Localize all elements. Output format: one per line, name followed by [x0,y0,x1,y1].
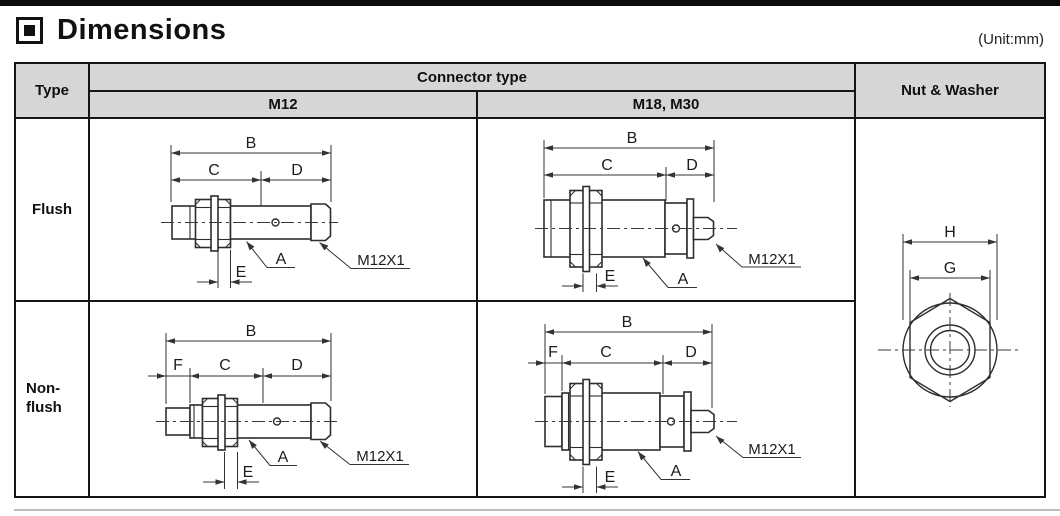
dim-label-a: A [276,251,287,268]
header-m12: M12 [90,92,476,117]
cell-non-flush-m18-m30: B F C D E A M12X1 [478,302,854,496]
dim-label-b: B [246,135,257,152]
header-type: Type [16,64,88,117]
thread-label: M12X1 [357,252,405,269]
dim-label-a: A [678,271,689,288]
non-flush-m12-body [156,394,338,451]
cell-flush-m12: B C D E A M12X1 [90,119,476,300]
non-flush-m18-dimensions: B F C D E [528,314,713,493]
thread-label: M12X1 [748,441,796,458]
header-connector-type: Connector type [90,64,854,90]
page-bottom-rule [14,509,1060,511]
non-flush-m12-leaders: A M12X1 [248,439,409,466]
non-flush-m18-body [535,378,737,466]
thread-label: M12X1 [748,251,796,268]
dim-label-b: B [627,130,638,147]
header-m18-m30: M18, M30 [478,92,854,117]
flush-m18-body [535,185,737,273]
nut-washer-body [878,293,1022,407]
dim-label-d: D [291,162,303,179]
flush-m18-dimensions: B C D E [543,130,715,292]
flush-m12-dimensions: B C D E [170,135,332,288]
dim-label-d: D [685,344,697,361]
nut-washer-dimensions: H G [902,224,998,323]
flush-m18-m30-drawing: B C D E A M12X1 [535,130,801,292]
row-label-non-flush-text: Non-flush [26,380,62,416]
dimensions-table: Type Connector type M12 M18, M30 Nut & W… [14,62,1046,498]
flush-m18-leaders: A M12X1 [642,243,801,288]
section-bullet-inner [24,25,35,36]
dim-label-h: H [944,224,956,241]
nut-washer-drawing: H G [878,224,1022,407]
page-title: Dimensions [57,14,227,46]
dim-label-e: E [236,264,247,281]
row-label-non-flush: Non-flush [16,302,88,496]
dim-label-c: C [600,344,612,361]
flush-m12-body [161,195,338,252]
dim-label-a: A [671,463,682,480]
dim-label-f: F [548,344,558,361]
dim-label-f: F [173,357,183,374]
non-flush-m12-dimensions: B F C D E [148,323,332,489]
dim-label-e: E [243,464,254,481]
cell-flush-m18-m30: B C D E A M12X1 [478,119,854,300]
dim-label-g: G [944,260,956,277]
row-label-flush: Flush [16,119,88,300]
cell-nut-washer: H G [856,119,1044,496]
dim-label-d: D [686,157,698,174]
thread-label: M12X1 [356,448,404,465]
cell-non-flush-m12: B F C D E A M12X1 [90,302,476,496]
non-flush-m12-drawing: B F C D E A M12X1 [148,323,409,489]
dim-label-b: B [246,323,257,340]
non-flush-m18-leaders: A M12X1 [637,435,801,480]
non-flush-m18-m30-drawing: B F C D E A M12X1 [528,314,801,493]
dim-label-a: A [278,449,289,466]
dim-label-b: B [622,314,633,331]
dim-label-c: C [208,162,220,179]
unit-note: (Unit:mm) [978,31,1044,48]
flush-m12-drawing: B C D E A M12X1 [161,135,410,288]
section-bullet-icon [16,17,43,44]
flush-m12-leaders: A M12X1 [246,241,410,269]
dim-label-e: E [605,268,616,285]
dim-label-c: C [601,157,613,174]
dim-label-d: D [291,357,303,374]
header-nut-washer: Nut & Washer [856,64,1044,117]
page-top-rule [0,0,1060,6]
dim-label-c: C [219,357,231,374]
section-title-row: Dimensions [16,14,226,47]
dim-label-e: E [605,469,616,486]
